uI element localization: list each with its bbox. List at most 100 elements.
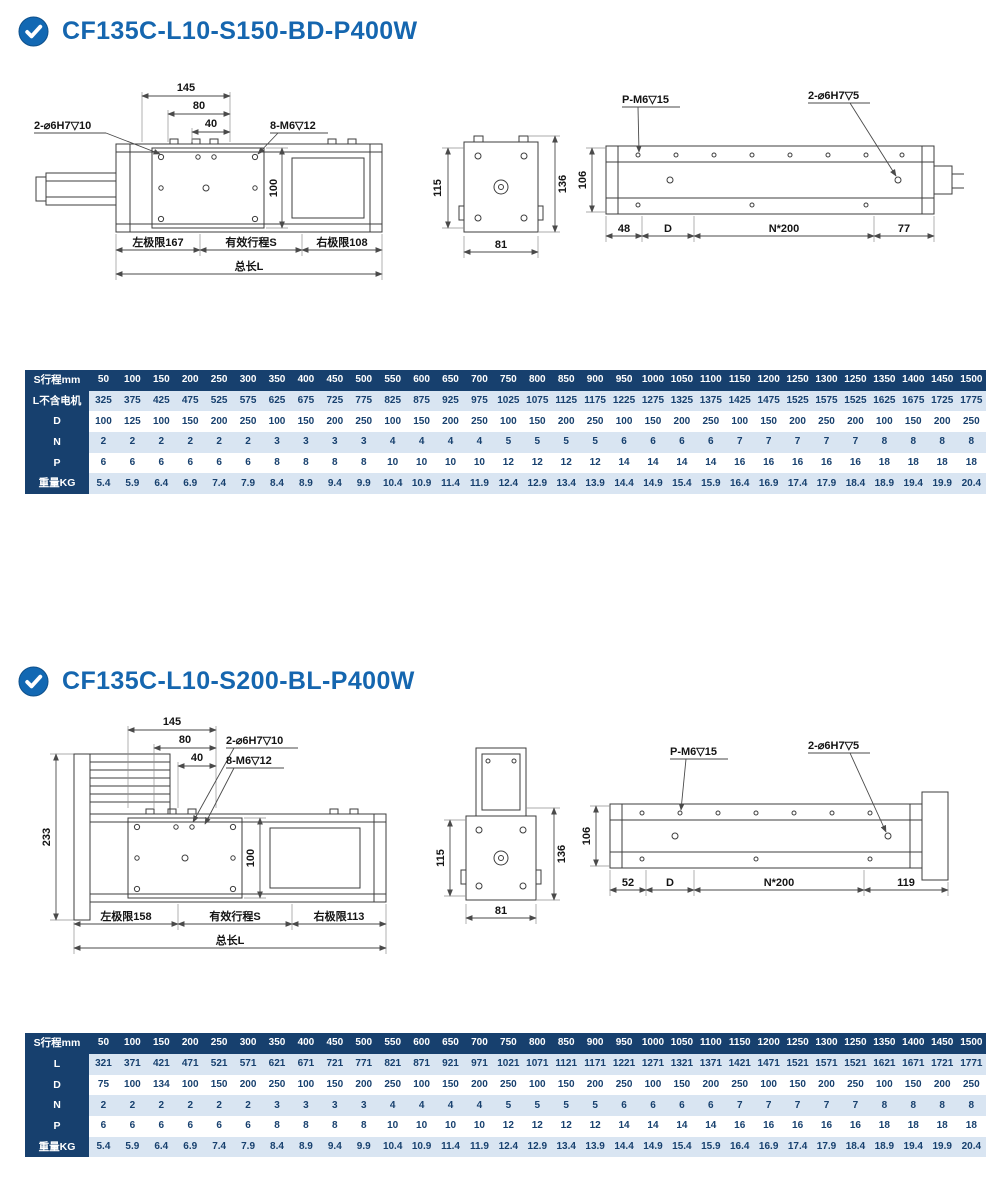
value-cell: 2: [117, 432, 147, 453]
value-cell: 8: [956, 432, 986, 453]
row-label: N: [25, 432, 89, 453]
col-header-cell: 1150: [725, 1033, 755, 1054]
row-label: D: [25, 1074, 89, 1096]
value-cell: 4: [436, 1095, 465, 1116]
value-cell: 200: [673, 415, 691, 427]
hole-callout: 2-⌀6H7▽10: [226, 735, 283, 747]
value-cell: 2: [146, 432, 176, 453]
col-header-cell: 700: [464, 370, 494, 391]
dim-stroke: 有效行程S: [209, 909, 260, 923]
value-cell: 18: [878, 457, 890, 469]
value-cell: 12: [589, 457, 601, 469]
value-cell: 8.4: [262, 1136, 292, 1158]
value-cell: 7: [812, 1095, 841, 1116]
value-cell: 7: [754, 432, 784, 453]
value-cell: 11.4: [436, 473, 465, 495]
value-cell: 16: [763, 457, 775, 469]
value-cell: 6: [609, 432, 639, 453]
value-cell: 1071: [522, 1053, 552, 1075]
value-cell: 8.4: [262, 473, 292, 495]
check-badge-icon: [18, 666, 49, 697]
value-cell: 200: [355, 1078, 373, 1090]
col-header-cell: 1200: [754, 1033, 784, 1054]
value-cell: 250: [702, 415, 720, 427]
col-header-cell: 850: [551, 370, 581, 391]
value-cell: 671: [291, 1053, 321, 1075]
value-cell: 250: [847, 1078, 864, 1090]
value-cell: 1075: [522, 390, 552, 412]
value-cell: 6.9: [175, 1136, 205, 1158]
value-cell: 11.9: [464, 473, 494, 495]
value-cell: 825: [378, 390, 408, 412]
value-cell: 14.4: [609, 1136, 639, 1158]
value-cell: 475: [175, 390, 205, 412]
value-cell: 2: [233, 432, 263, 453]
product-title: CF135C-L10-S150-BD-P400W: [62, 16, 418, 45]
value-cell: 200: [210, 415, 228, 427]
value-cell: 1521: [840, 1053, 870, 1075]
dim-115: 115: [435, 849, 447, 867]
value-cell: 6: [216, 457, 222, 469]
value-cell: 10: [473, 1120, 485, 1132]
value-cell: 10: [444, 1120, 457, 1132]
col-header-cell: 1400: [898, 370, 928, 391]
value-cell: 1371: [696, 1053, 726, 1075]
value-cell: 521: [204, 1053, 234, 1075]
value-cell: 250: [818, 415, 835, 427]
col-header-cell: 200: [175, 1033, 205, 1054]
value-cell: 12: [589, 1120, 601, 1132]
value-cell: 8.9: [291, 1136, 321, 1158]
value-cell: 2: [204, 432, 234, 453]
value-cell: 1575: [812, 390, 841, 412]
value-cell: 8: [869, 432, 899, 453]
col-header-cell: 1250: [840, 1033, 870, 1054]
value-cell: 971: [464, 1053, 494, 1075]
dim-stroke: 有效行程S: [225, 235, 276, 249]
col-header-cell: 300: [233, 370, 263, 391]
value-cell: 8: [360, 457, 367, 469]
value-cell: 16.4: [725, 1136, 755, 1158]
value-cell: 7: [840, 432, 870, 453]
col-header-cell: 500: [349, 1033, 379, 1054]
value-cell: 200: [239, 1078, 257, 1090]
col-header-cell: 1000: [638, 370, 668, 391]
value-cell: 200: [586, 1078, 604, 1090]
value-cell: 12: [531, 457, 543, 469]
col-header-cell: 250: [204, 370, 234, 391]
value-cell: 18.4: [840, 473, 870, 495]
value-cell: 571: [233, 1053, 263, 1075]
dim-106: 106: [577, 171, 589, 189]
value-cell: 375: [117, 390, 147, 412]
col-header-cell: 50: [89, 370, 118, 391]
value-cell: 6: [696, 432, 726, 453]
value-cell: 471: [175, 1053, 205, 1075]
value-cell: 12.4: [493, 1136, 523, 1158]
value-cell: 19.4: [898, 1136, 928, 1158]
value-cell: 8: [274, 1120, 280, 1132]
value-cell: 150: [210, 1078, 228, 1090]
row-label: P: [25, 1115, 89, 1137]
value-cell: 771: [349, 1053, 379, 1075]
value-cell: 6: [245, 1120, 251, 1132]
dim-total-length: 总长L: [216, 933, 245, 947]
col-header-cell: 1400: [898, 1033, 928, 1054]
value-cell: 6: [245, 457, 251, 469]
dim-115: 115: [432, 179, 444, 197]
value-cell: 100: [615, 415, 633, 427]
value-cell: 150: [326, 1078, 344, 1090]
col-header-cell: 850: [551, 1033, 581, 1054]
value-cell: 1321: [667, 1053, 697, 1075]
value-cell: 1571: [812, 1053, 841, 1075]
dim-n200: N*200: [764, 877, 795, 889]
dim-136: 136: [557, 175, 569, 193]
value-cell: 14: [618, 1120, 630, 1132]
screw-callout: 8-M6▽12: [270, 120, 316, 132]
value-cell: 75: [97, 1078, 110, 1090]
col-header-cell: 50: [89, 1033, 118, 1054]
value-cell: 3: [262, 432, 292, 453]
